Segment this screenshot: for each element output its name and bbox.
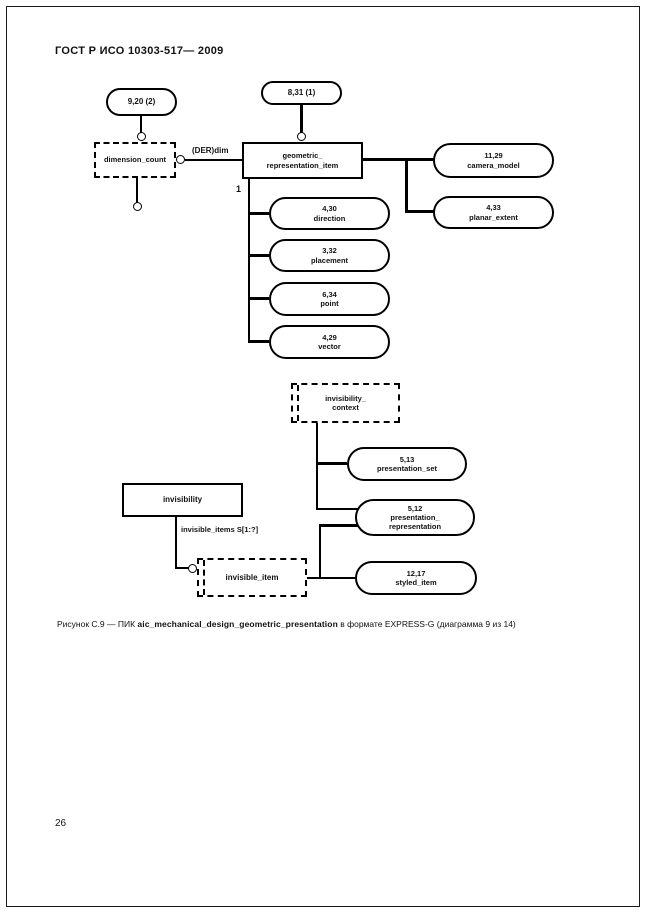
entity-ref-number: 12,17 <box>406 568 426 578</box>
entity-ref-vector: 4,29 vector <box>269 325 390 359</box>
entity-ref-presentation-set: 5,13 presentation_set <box>347 447 467 481</box>
open-circle-dimension-count-top <box>137 132 146 141</box>
entity-name-line1: geometric_ <box>282 151 323 160</box>
select-invisibility-context: invisibility_ context <box>291 383 400 423</box>
line-invisible-item-to-styled-item <box>307 577 355 579</box>
entity-name: invisibility <box>162 495 203 505</box>
page-ref-label: 9,20 (2) <box>127 97 156 107</box>
line-to-placement <box>248 254 269 257</box>
entity-ref-number: 4,30 <box>322 204 337 213</box>
entity-ref-presentation-representation: 5,12 presentation_ representation <box>355 499 475 536</box>
open-circle-der-dim <box>176 155 185 164</box>
line-invisible-items-vertical <box>175 517 177 569</box>
entity-name-line2: representation_item <box>266 160 339 170</box>
figure-caption: Рисунок С.9 — ПИК aic_mechanical_design_… <box>57 619 602 630</box>
entity-ref-planar-extent: 4,33 planar_extent <box>433 196 554 229</box>
line-invisible-item-vertical <box>319 524 321 579</box>
select-name: invisible_item <box>225 572 279 582</box>
entity-ref-number: 6,34 <box>322 289 337 299</box>
page-number: 26 <box>55 818 67 829</box>
entity-name: planar_extent <box>469 212 518 222</box>
entity-ref-point: 6,34 point <box>269 282 390 316</box>
line-context-vertical <box>316 423 318 510</box>
entity-name: placement <box>310 255 349 265</box>
entity-name: styled_item <box>395 578 437 587</box>
entity-ref-number: 11,29 <box>484 151 503 160</box>
attribute-label-invisible-items: invisible_items S[1:?] <box>181 525 259 534</box>
line-to-planar-extent <box>405 210 434 213</box>
select-name-line1: invisibility_ <box>325 393 366 403</box>
entity-ref-number: 4,33 <box>486 203 501 212</box>
entity-ref-direction: 4,30 direction <box>269 197 390 230</box>
line-to-vector <box>248 340 269 343</box>
select-name-line2: context <box>332 403 359 412</box>
open-circle-invisible-item <box>188 564 197 573</box>
entity-geometric-representation-item: geometric_ representation_item <box>242 142 363 179</box>
select-invisible-item: invisible_item <box>197 558 307 597</box>
line-invisible-items-horizontal <box>175 567 189 569</box>
type-dimension-count: dimension_count <box>94 142 176 178</box>
page-ref-9-20: 9,20 (2) <box>106 88 177 116</box>
line-context-to-presentation-set <box>316 462 347 465</box>
entity-ref-placement: 3,32 placement <box>269 239 390 272</box>
page-ref-8-31: 8,31 (1) <box>261 81 342 105</box>
entity-ref-camera-model: 11,29 camera_model <box>433 143 554 178</box>
open-circle-geometric-item-top <box>297 132 306 141</box>
line-to-direction <box>248 212 269 215</box>
entity-invisibility: invisibility <box>122 483 243 517</box>
line-ref920-to-dimension-count <box>140 116 142 133</box>
entity-ref-styled-item: 12,17 styled_item <box>355 561 477 595</box>
entity-ref-number: 3,32 <box>322 246 337 255</box>
entity-name: camera_model <box>467 160 520 170</box>
line-context-to-presentation-representation <box>316 508 363 510</box>
line-to-point <box>248 297 269 300</box>
entity-name-line1: presentation_ <box>390 513 440 522</box>
line-to-camera-model <box>363 158 434 161</box>
entity-ref-number: 5,13 <box>399 454 415 464</box>
entity-name: presentation_set <box>376 464 438 473</box>
select-type-bar <box>297 385 299 421</box>
line-subtype-vertical <box>248 179 250 342</box>
page-ref-label: 8,31 (1) <box>287 88 316 98</box>
document-header: ГОСТ Р ИСО 10303-517— 2009 <box>55 45 224 57</box>
caption-suffix: в формате EXPRESS-G (диаграмма 9 из 14) <box>337 619 516 629</box>
line-der-dim <box>185 159 242 161</box>
entity-ref-number: 4,29 <box>322 332 337 342</box>
entity-ref-number: 5,12 <box>407 504 423 513</box>
entity-name: vector <box>318 342 341 351</box>
line-right-branch-vertical <box>405 158 408 213</box>
attribute-label-der-dim: (DER)dim <box>192 146 229 155</box>
select-type-bar <box>203 560 205 595</box>
type-name: dimension_count <box>103 155 167 165</box>
entity-name-line2: representation <box>388 522 442 531</box>
line-dimension-count-dangling <box>136 178 138 203</box>
open-circle-dangling <box>133 202 142 211</box>
subtype-constraint-label: 1 <box>236 184 242 194</box>
entity-name: point <box>320 299 339 308</box>
line-invisible-item-to-presentation-representation <box>319 524 360 527</box>
caption-schema-name: aic_mechanical_design_geometric_presenta… <box>137 619 338 629</box>
caption-prefix: Рисунок С.9 — ПИК <box>57 619 138 629</box>
entity-name: direction <box>313 213 346 223</box>
line-ref831-to-geometric-item <box>300 105 303 133</box>
